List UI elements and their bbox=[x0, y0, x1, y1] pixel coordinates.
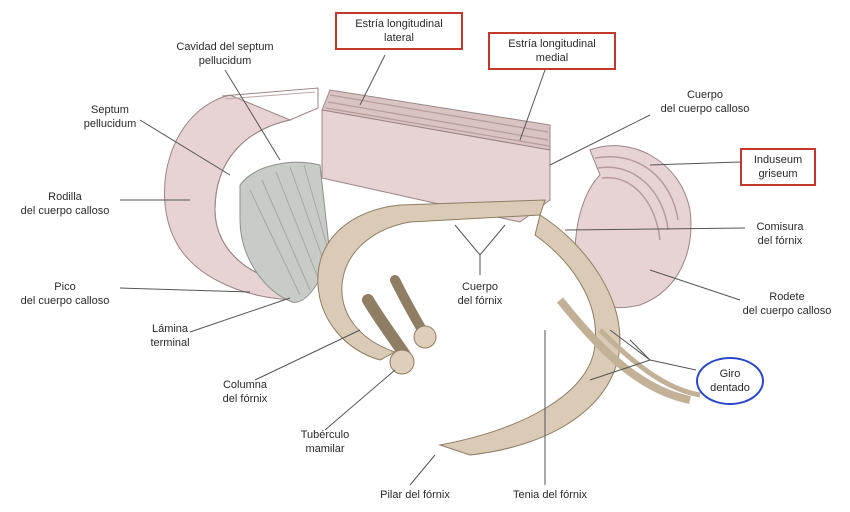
leader-columna bbox=[255, 330, 360, 380]
label-rodilla: Rodilla del cuerpo calloso bbox=[5, 190, 125, 218]
label-rodete: Rodete del cuerpo calloso bbox=[728, 290, 846, 318]
label-cavidad-septum: Cavidad del septum pellucidum bbox=[160, 40, 290, 68]
label-pico: Pico del cuerpo calloso bbox=[5, 280, 125, 308]
label-cuerpo-calloso: Cuerpo del cuerpo calloso bbox=[640, 88, 770, 116]
leader-pico bbox=[120, 288, 250, 292]
label-septum: Septum pellucidum bbox=[70, 103, 150, 131]
leader-giro-a bbox=[650, 360, 696, 370]
label-tenia: Tenia del fórnix bbox=[495, 488, 605, 502]
label-estria-medial: Estría longitudinal medial bbox=[488, 32, 616, 70]
label-cuerpo-fornix: Cuerpo del fórnix bbox=[440, 280, 520, 308]
label-comisura: Comisura del fórnix bbox=[745, 220, 815, 248]
leader-cuerpo-fornix-b bbox=[480, 225, 505, 255]
label-pilar: Pilar del fórnix bbox=[360, 488, 470, 502]
leader-induseum bbox=[650, 162, 740, 165]
leader-tuberculo bbox=[325, 370, 395, 430]
leader-cuerpo-fornix-a bbox=[455, 225, 480, 255]
label-induseum: Induseum griseum bbox=[740, 148, 816, 186]
label-estria-lateral: Estría longitudinal lateral bbox=[335, 12, 463, 50]
label-giro-dentado: Giro dentado bbox=[696, 357, 764, 405]
label-lamina: Lámina terminal bbox=[130, 322, 210, 350]
leader-pilar bbox=[410, 455, 435, 485]
label-columna: Columna del fórnix bbox=[200, 378, 290, 406]
label-tuberculo: Tubérculo mamilar bbox=[270, 428, 380, 456]
